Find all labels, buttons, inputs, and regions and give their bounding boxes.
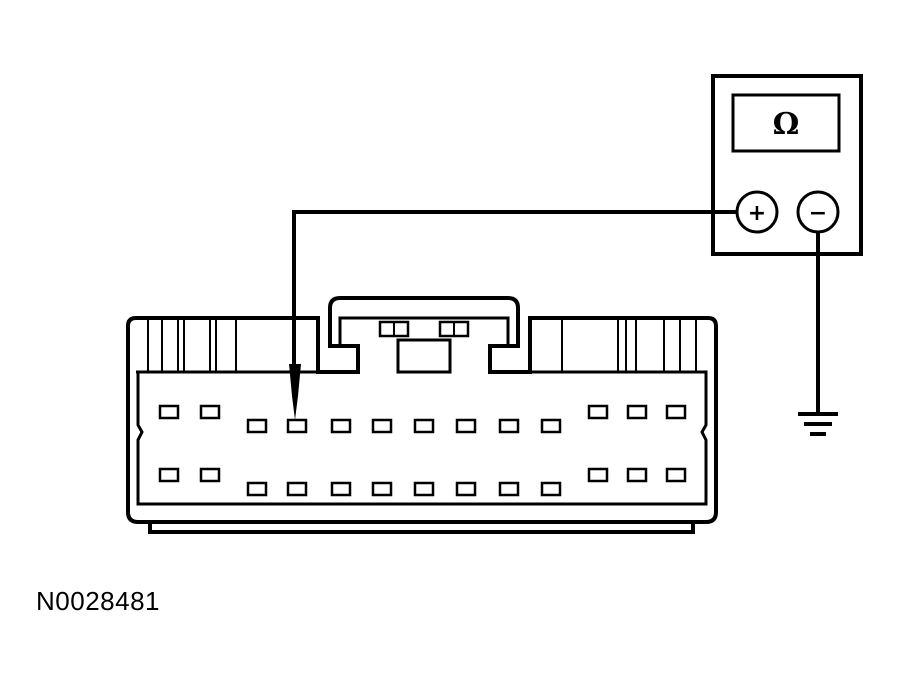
pin-cavity — [498, 481, 520, 497]
connector-latch — [338, 316, 510, 374]
pin-cavity — [587, 404, 609, 420]
pin-cavity — [626, 467, 648, 483]
pin-cavity — [330, 481, 352, 497]
ohmmeter: Ω + − — [711, 74, 863, 256]
connector-ribs-left — [147, 320, 237, 372]
pin-cavity — [540, 481, 562, 497]
pin-cavity — [199, 404, 221, 420]
meter-display — [731, 93, 841, 153]
pin-cavity — [330, 418, 352, 434]
pin-cavity — [371, 418, 393, 434]
connector-base — [148, 520, 695, 534]
pin-cavity — [587, 467, 609, 483]
pin-cavity — [540, 418, 562, 434]
connector-face — [136, 370, 708, 506]
positive-lead — [292, 210, 737, 364]
meter-body — [711, 74, 863, 256]
pin-cavity — [665, 467, 687, 483]
pin-cavity — [158, 404, 180, 420]
ground-icon — [798, 412, 838, 436]
pin-cavity — [246, 481, 268, 497]
connector-pins — [158, 404, 687, 497]
ohm-symbol: Ω — [773, 107, 800, 142]
pin-cavity — [371, 481, 393, 497]
pin-cavity — [286, 481, 308, 497]
test-leads — [289, 210, 838, 436]
pin-cavity — [158, 467, 180, 483]
pin-cavity — [286, 418, 308, 434]
pin-cavity — [455, 481, 477, 497]
connector — [126, 296, 718, 534]
pin-cavity — [413, 418, 435, 434]
pin-cavity — [498, 418, 520, 434]
pin-cavity — [246, 418, 268, 434]
connector-body — [126, 296, 718, 524]
pin-cavity — [413, 481, 435, 497]
pin-cavity — [199, 467, 221, 483]
connector-ribs-right — [561, 320, 697, 372]
figure-id: N0028481 — [36, 586, 160, 616]
pin-cavity — [626, 404, 648, 420]
negative-terminal-symbol: − — [809, 201, 827, 226]
positive-terminal-symbol: + — [748, 201, 766, 226]
pin-cavity — [455, 418, 477, 434]
pin-cavity — [665, 404, 687, 420]
